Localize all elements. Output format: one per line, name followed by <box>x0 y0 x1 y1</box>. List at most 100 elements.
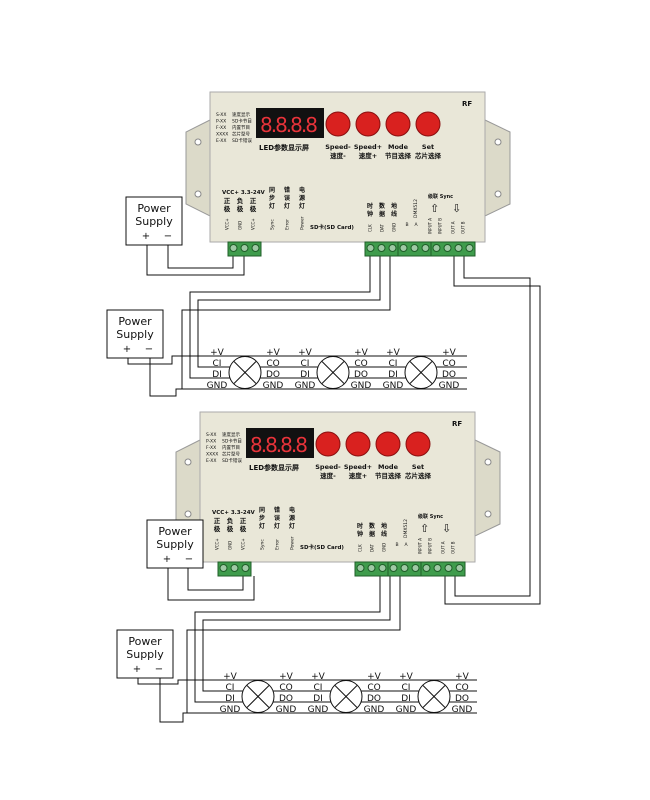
display-label: LED参数显示屏 <box>259 143 309 152</box>
terminal-screw[interactable] <box>411 564 420 572</box>
strip-pin-label: GND <box>364 705 385 715</box>
terminal-screw[interactable] <box>388 244 397 252</box>
button-speedminus[interactable] <box>315 431 341 457</box>
terminal-screw[interactable] <box>240 244 249 252</box>
button-label: Speed+ <box>344 463 372 471</box>
indicator-cn: 灯 <box>274 522 280 530</box>
minus-terminal-label: − <box>155 664 163 675</box>
button-speedplus[interactable] <box>355 111 381 137</box>
power-pin-label: VCC+ <box>225 218 230 230</box>
terminal-screw[interactable] <box>377 244 386 252</box>
power-supply-box <box>125 196 183 246</box>
strip-pin-label: GND <box>439 381 460 391</box>
display-digits: 8.8.8.8 <box>250 433 307 457</box>
data-pin-label: DAT <box>380 224 385 232</box>
button-mode[interactable] <box>385 111 411 137</box>
power-cn: 正 <box>214 517 221 525</box>
strip-pin-label: CI <box>301 359 310 369</box>
button-label-cn: 速度- <box>330 151 346 160</box>
button-set[interactable] <box>405 431 431 457</box>
strip-pin-label: CO <box>455 683 468 693</box>
terminal-screw[interactable] <box>230 564 239 572</box>
button-speedminus[interactable] <box>325 111 351 137</box>
power-cn: 极 <box>227 524 234 533</box>
terminal-screw[interactable] <box>366 244 375 252</box>
power-supply-box <box>106 309 164 359</box>
legend-code: XXXX <box>206 452 218 458</box>
data-cn: 线 <box>391 210 397 218</box>
terminal-screw[interactable] <box>229 244 238 252</box>
data-pin-label: GND <box>382 543 387 552</box>
mount-hole <box>494 138 502 146</box>
button-label: Speed- <box>315 463 341 471</box>
plus-terminal-label: + <box>163 554 171 565</box>
indicator-cn: 电 <box>289 506 295 514</box>
sync-pin-label: INPUT A <box>418 538 423 554</box>
strip-pin-label: +V <box>455 672 470 682</box>
terminal-screw[interactable] <box>241 564 250 572</box>
button-set[interactable] <box>415 111 441 137</box>
strip-pin-label: GND <box>220 705 241 715</box>
terminal-screw[interactable] <box>378 564 387 572</box>
indicator-label: Sync <box>260 539 266 550</box>
strip-pin-label: CO <box>354 359 367 369</box>
mount-hole <box>194 138 202 146</box>
terminal-screw[interactable] <box>465 244 474 252</box>
terminal-screw[interactable] <box>400 564 409 572</box>
indicator-cn: 步 <box>269 194 275 202</box>
power-pin-label: VCC+ <box>241 538 246 550</box>
data-cn: 据 <box>379 210 385 218</box>
terminal-screw[interactable] <box>443 244 452 252</box>
terminal-screw[interactable] <box>251 244 260 252</box>
data-cn: 据 <box>369 530 375 538</box>
terminal-screw[interactable] <box>432 244 441 252</box>
button-label-cn: 速度+ <box>359 151 377 160</box>
terminal-screw[interactable] <box>356 564 365 572</box>
dmx-label: DMX512 <box>413 199 419 218</box>
terminal-screw[interactable] <box>421 244 430 252</box>
sync-terminal-block <box>420 561 466 577</box>
mount-hole <box>484 510 492 518</box>
button-mode[interactable] <box>375 431 401 457</box>
indicator-cn: 同 <box>269 186 275 194</box>
terminal-screw[interactable] <box>455 564 464 572</box>
terminal-screw[interactable] <box>433 564 442 572</box>
mounting-ear-left <box>185 119 211 217</box>
terminal-screw[interactable] <box>367 564 376 572</box>
terminal-screw[interactable] <box>389 564 398 572</box>
terminal-screw[interactable] <box>399 244 408 252</box>
sync-terminal-block <box>430 241 476 257</box>
indicator-label: Power <box>300 216 306 230</box>
indicator-cn: 电 <box>299 186 305 194</box>
power-pin-label: VCC+ <box>215 538 220 550</box>
terminal-screw[interactable] <box>410 244 419 252</box>
strip-pin-label: CI <box>314 683 323 693</box>
terminal-screw[interactable] <box>454 244 463 252</box>
strip-pin-label: CI <box>389 359 398 369</box>
legend-code: P-XX <box>206 439 216 445</box>
strip-pin-label: +V <box>367 672 382 682</box>
indicator-cn: 灯 <box>299 202 305 210</box>
power-supply-label: Supply <box>135 215 173 228</box>
button-speedplus[interactable] <box>345 431 371 457</box>
mounting-ear-right <box>484 119 511 217</box>
strip-pin-label: DO <box>279 694 293 704</box>
terminal-screw[interactable] <box>219 564 228 572</box>
power-cn: 极 <box>250 204 257 213</box>
power-cn: 正 <box>240 517 247 525</box>
terminal-screw[interactable] <box>444 564 453 572</box>
legend-text: SD卡节目 <box>232 118 252 125</box>
terminal-screw[interactable] <box>422 564 431 572</box>
strip-pin-label: DO <box>442 370 456 380</box>
strip-pin-label: GND <box>383 381 404 391</box>
legend-code: S-XX <box>216 112 226 118</box>
strip-pin-label: CO <box>367 683 380 693</box>
led-display <box>246 428 314 458</box>
button-label-cn: 芯片选择 <box>405 471 432 480</box>
data-pin-label: CLK <box>358 544 363 552</box>
button-label-cn: 芯片选择 <box>415 151 442 160</box>
power-supply-label: Power <box>128 635 162 648</box>
